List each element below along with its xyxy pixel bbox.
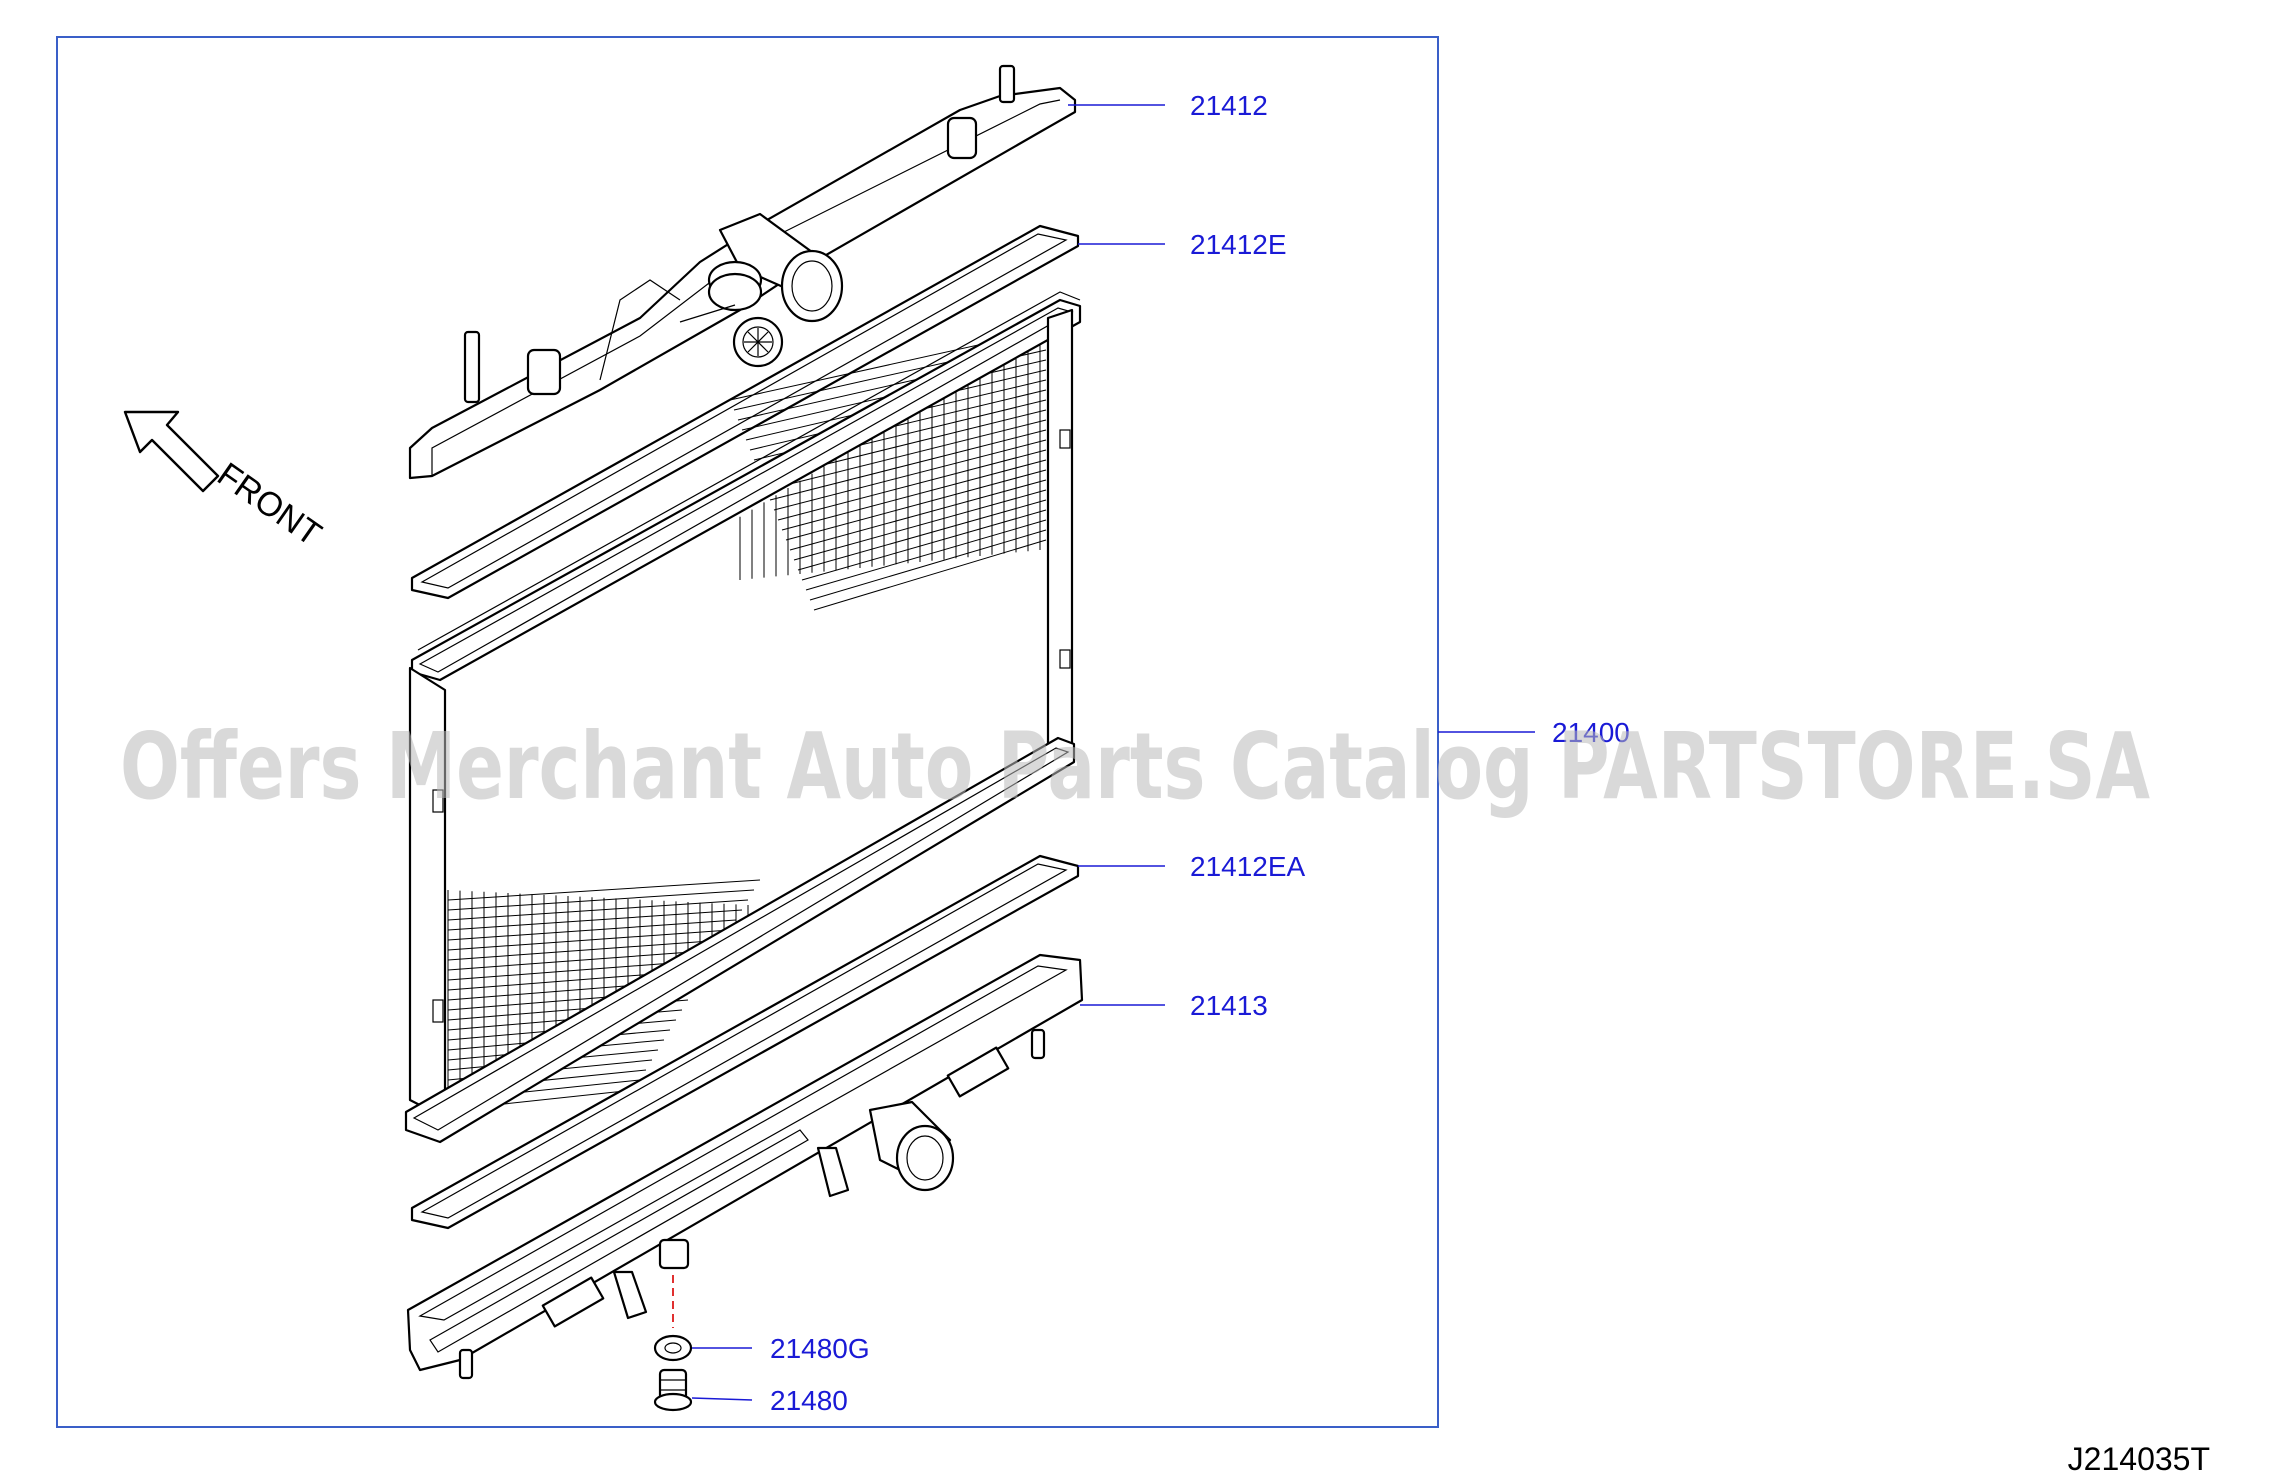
fin-line: [447, 889, 755, 911]
fin-line: [805, 519, 1047, 591]
callout-21480[interactable]: 21480: [770, 1385, 848, 1416]
fin-line: [813, 539, 1047, 611]
callout-21413[interactable]: 21413: [1190, 990, 1268, 1021]
fin-line: [801, 509, 1047, 581]
fin-line: [809, 529, 1047, 601]
callout-21412[interactable]: 21412: [1190, 90, 1268, 121]
fin-line: [797, 499, 1047, 571]
fin-line: [447, 939, 725, 961]
upper-tank[interactable]: [408, 64, 1077, 480]
callout-21412EA[interactable]: 21412EA: [1190, 851, 1306, 882]
diagram-code: J214035T: [2068, 1441, 2210, 1477]
fin-line: [793, 489, 1047, 561]
lower-tank-gasket[interactable]: [410, 854, 1080, 1230]
fin-line: [447, 899, 749, 921]
callout-21400[interactable]: 21400: [1552, 717, 1630, 748]
fin-line: [773, 439, 1047, 511]
fin-line: [447, 949, 719, 971]
fin-line: [447, 909, 743, 931]
upper-tank-gasket[interactable]: [410, 224, 1080, 600]
callout-21412E[interactable]: 21412E: [1190, 229, 1287, 260]
fin-line: [447, 929, 731, 951]
drain-plug[interactable]: [653, 1368, 693, 1412]
front-label: FRONT: [210, 455, 328, 553]
fin-line: [785, 469, 1047, 541]
fin-line: [769, 429, 1047, 501]
fin-line: [447, 879, 761, 901]
fin-line: [765, 419, 1047, 491]
watermark: Offers Merchant Auto Parts Catalog PARTS…: [120, 713, 2150, 820]
drain-plug-gasket[interactable]: [653, 1334, 693, 1362]
callout-leader: [691, 1397, 753, 1401]
fin-line: [789, 479, 1047, 551]
callout-21480G[interactable]: 21480G: [770, 1333, 870, 1364]
fin-line: [781, 459, 1047, 531]
radiator-core[interactable]: [404, 291, 1082, 1144]
front-arrow-icon: [123, 410, 220, 493]
fin-line: [777, 449, 1047, 521]
fin-line: [447, 919, 737, 941]
lower-tank[interactable]: [406, 953, 1084, 1380]
